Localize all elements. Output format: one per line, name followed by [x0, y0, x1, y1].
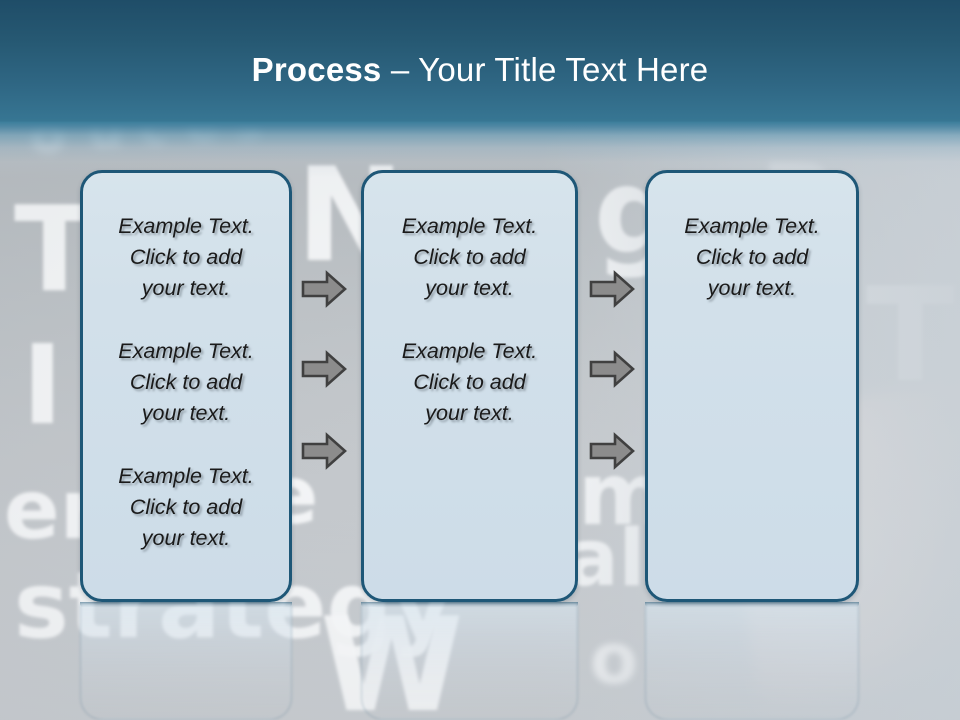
- arrow-right-icon[interactable]: [589, 432, 635, 470]
- page-title-rest: – Your Title Text Here: [381, 51, 709, 88]
- process-box-3[interactable]: Example Text. Click to add your text.: [645, 170, 859, 602]
- arrow-right-icon[interactable]: [301, 432, 347, 470]
- process-box-2[interactable]: Example Text. Click to add your text. Exa…: [361, 170, 578, 602]
- arrow-right-icon[interactable]: [589, 270, 635, 308]
- process-box-paragraph[interactable]: Example Text. Click to add your text.: [684, 214, 820, 300]
- arrow-right-icon[interactable]: [301, 350, 347, 388]
- process-box-paragraph[interactable]: Example Text. Click to add your text.: [401, 214, 538, 300]
- page-title-strong: Process: [251, 51, 382, 88]
- page-title: Process – Your Title Text Here: [0, 51, 960, 89]
- arrow-right-icon[interactable]: [301, 270, 347, 308]
- chalk-letter: I: [22, 330, 63, 440]
- process-box-1[interactable]: Example Text. Click to add your text. Exa…: [80, 170, 292, 602]
- process-box-paragraph[interactable]: Example Text. Click to add your text.: [401, 339, 538, 425]
- reflection-box-2: [361, 604, 578, 720]
- title-banner: [0, 0, 960, 178]
- reflection-box-3: [645, 604, 859, 720]
- process-box-paragraph[interactable]: Example Text. Click to add your text.: [118, 339, 254, 425]
- process-box-paragraph[interactable]: Example Text. Click to add your text.: [118, 214, 254, 300]
- reflection-box-1: [80, 604, 292, 720]
- arrow-right-icon[interactable]: [589, 350, 635, 388]
- process-box-paragraph[interactable]: Example Text. Click to add your text.: [118, 464, 254, 550]
